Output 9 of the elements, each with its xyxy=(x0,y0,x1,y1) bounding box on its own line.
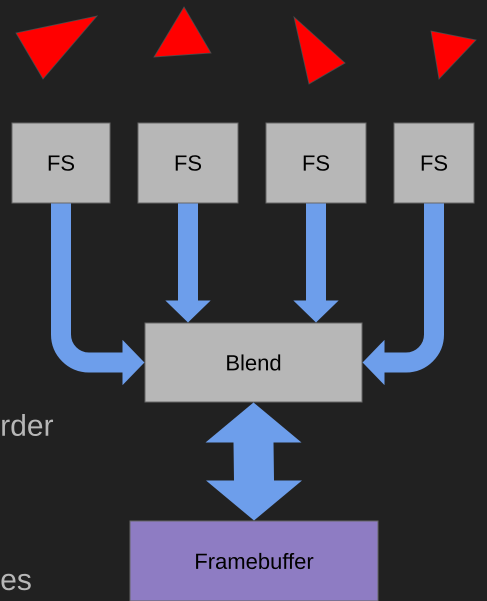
process-box: Blend xyxy=(144,322,362,402)
partial-text: es xyxy=(1,574,31,590)
double-arrow xyxy=(206,402,302,520)
process-box: FS xyxy=(394,122,474,204)
process-box: Framebuffer xyxy=(130,520,378,601)
partial-text: rder xyxy=(2,414,54,436)
process-box: FS xyxy=(138,122,238,204)
process-box: FS xyxy=(266,122,366,204)
process-box: FS xyxy=(12,122,110,204)
